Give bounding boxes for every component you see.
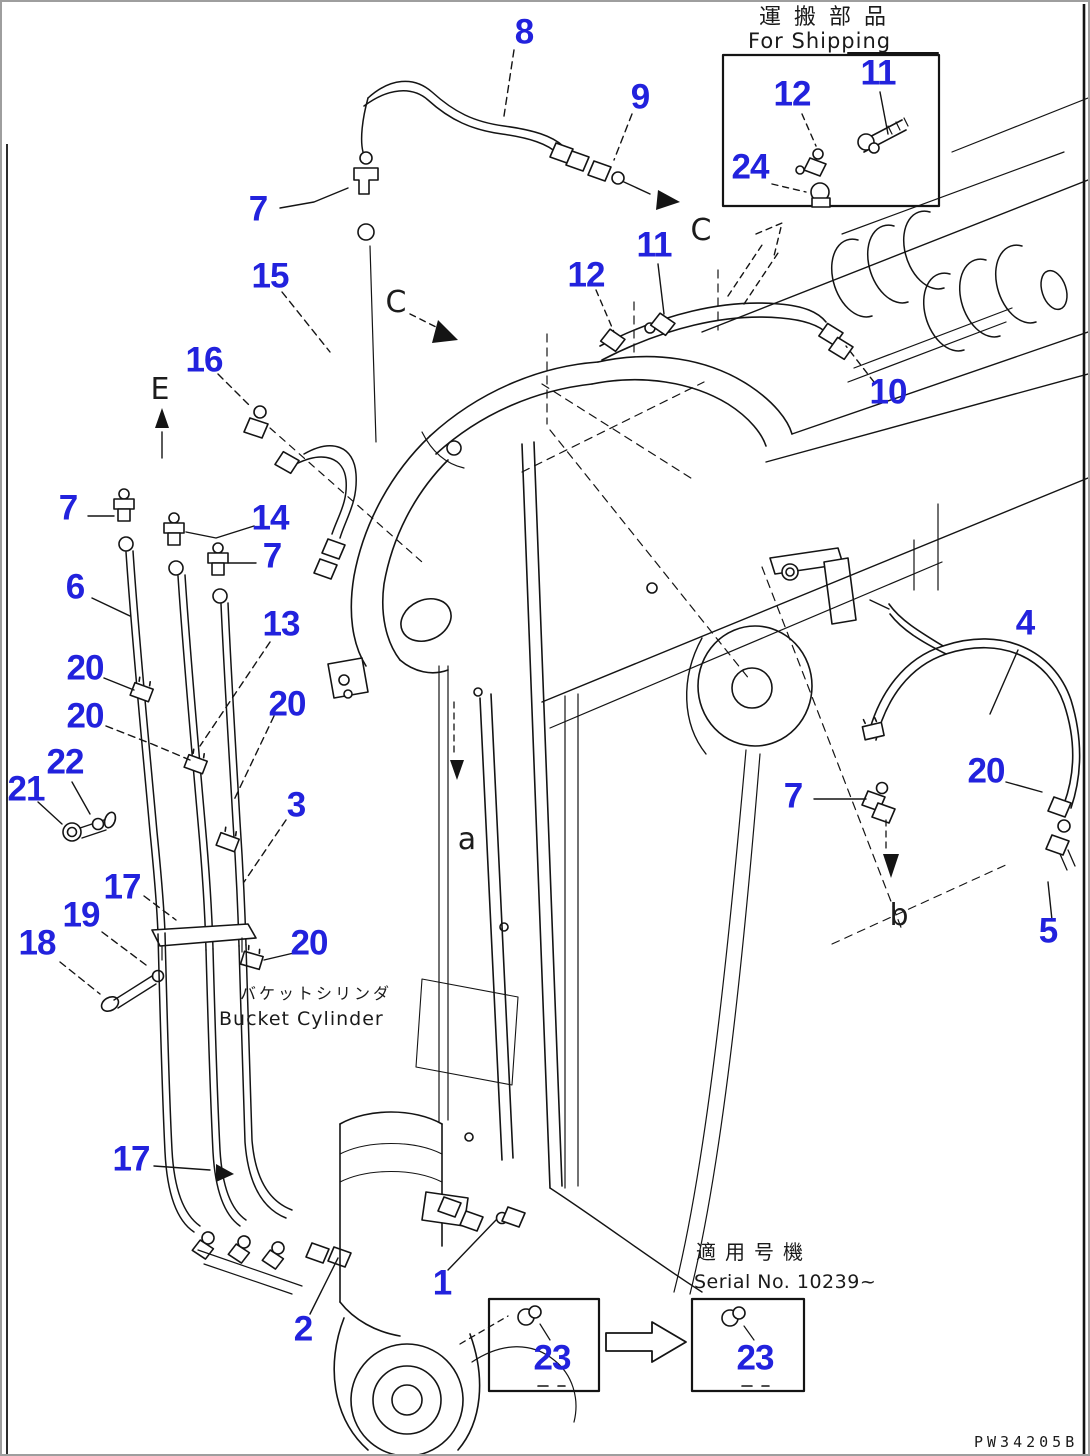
callout-19: 19 — [62, 895, 101, 935]
callout-12: 12 — [773, 74, 812, 114]
callout-7: 7 — [58, 488, 78, 528]
serial-title-en: Serial No. 10239~ — [694, 1271, 877, 1293]
callout-23: 23 — [533, 1338, 572, 1378]
callout-18: 18 — [18, 923, 57, 963]
callout-23: 23 — [736, 1338, 775, 1378]
callout-17: 17 — [103, 867, 142, 907]
callout-11: 11 — [636, 225, 673, 265]
callout-10: 10 — [869, 372, 908, 412]
callout-11: 11 — [860, 53, 897, 93]
callout-20: 20 — [66, 696, 105, 736]
callout-20: 20 — [967, 751, 1006, 791]
callout-6: 6 — [65, 567, 85, 607]
view-letter-b: b — [889, 898, 909, 933]
callout-1: 1 — [432, 1263, 452, 1303]
callout-7: 7 — [783, 776, 803, 816]
drawing-code: PW34205B — [974, 1433, 1079, 1451]
callout-12: 12 — [567, 255, 606, 295]
shipping-title-en: For Shipping — [748, 29, 892, 53]
callout-21: 21 — [7, 769, 46, 809]
serial-title-jp: 適用号機 — [696, 1240, 812, 1264]
callout-8: 8 — [514, 12, 534, 52]
callout-20: 20 — [290, 923, 329, 963]
callout-5: 5 — [1038, 911, 1058, 951]
view-letter-a: a — [457, 822, 477, 857]
callout-13: 13 — [262, 604, 301, 644]
bucket-cylinder-label-jp: バケットシリンダ — [240, 984, 393, 1003]
callout-7: 7 — [262, 536, 282, 576]
callout-20: 20 — [268, 684, 307, 724]
callout-3: 3 — [286, 785, 306, 825]
callout-24: 24 — [731, 147, 770, 187]
callout-20: 20 — [66, 648, 105, 688]
view-letter-C: C — [690, 213, 712, 248]
callout-2: 2 — [293, 1309, 313, 1349]
callout-4: 4 — [1015, 603, 1035, 643]
callout-9: 9 — [630, 77, 650, 117]
callout-7: 7 — [248, 189, 268, 229]
view-letter-C: C — [385, 285, 407, 320]
shipping-title-jp: 運搬部品 — [759, 5, 900, 30]
callout-15: 15 — [251, 256, 290, 296]
callout-22: 22 — [46, 742, 85, 782]
callout-16: 16 — [185, 340, 224, 380]
callout-14: 14 — [251, 498, 290, 538]
bucket-cylinder-label-en: Bucket Cylinder — [219, 1008, 384, 1030]
callout-17: 17 — [112, 1139, 151, 1179]
view-letter-E: E — [150, 372, 170, 407]
